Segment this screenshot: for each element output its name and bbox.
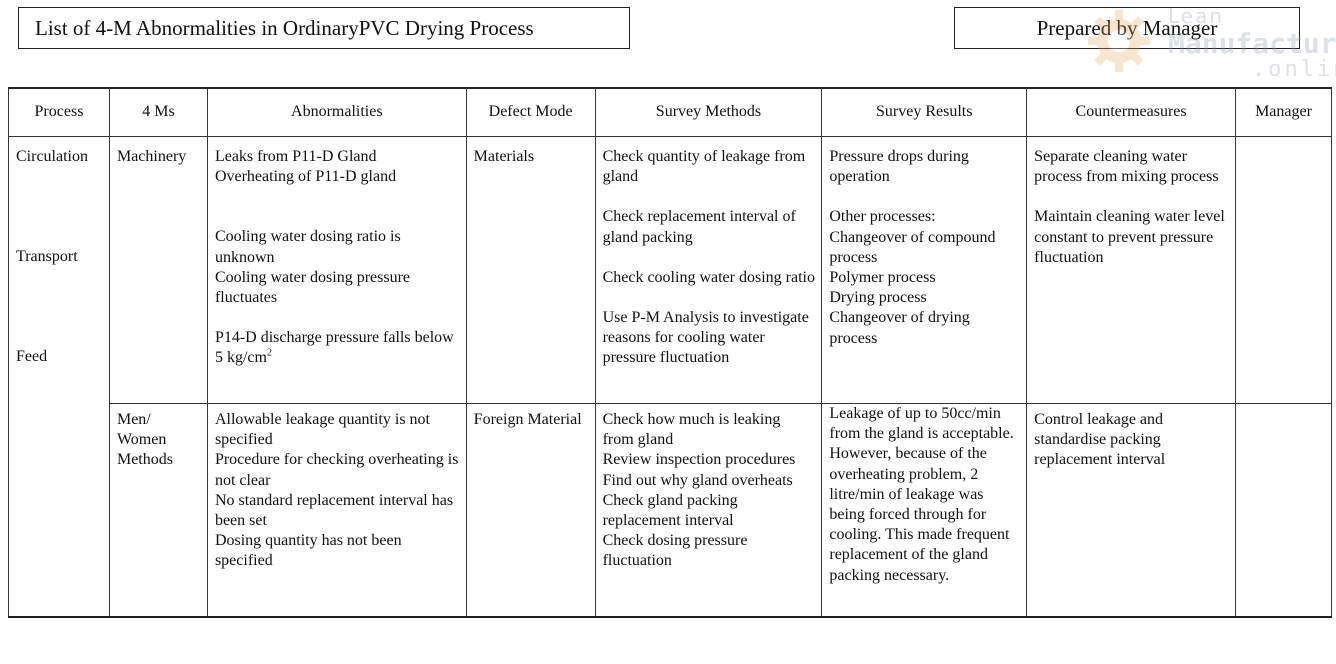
ms-machinery: Machinery	[116, 148, 187, 165]
survey-results-cell: Pressure drops during operation Other pr…	[821, 136, 1028, 404]
survey-method-item: Check cooling water dosing ratio	[602, 268, 815, 286]
process-circulation: Circulation	[16, 148, 88, 165]
document-title: List of 4-M Abnormalities in OrdinaryPVC…	[18, 7, 630, 49]
table-row: Men/ Women Methods Allowable leakage qua…	[9, 403, 1332, 617]
defect-mode-cell: Materials	[465, 136, 596, 404]
col-header-process: Process	[8, 87, 110, 137]
ms-methods: Methods	[116, 451, 173, 469]
survey-result-item: Drying process	[829, 289, 927, 307]
survey-method-item: Check quantity of leakage from gland	[602, 148, 806, 186]
survey-result-item: Changeover of drying process	[829, 309, 970, 347]
survey-method-item: Check gland packing replacement interval	[602, 491, 738, 530]
abnormality-item: Procedure for checking overheating is no…	[214, 451, 459, 489]
abnormality-item: P14-D discharge pressure falls below 5 k…	[214, 329, 454, 367]
survey-result-item: Changeover of compound process	[829, 228, 996, 266]
survey-method-item: Check dosing pressure fluctuation	[602, 532, 748, 570]
abnormality-item: Overheating of P11-D gland	[214, 168, 397, 186]
abnormality-item: Leaks from P11-D Gland	[214, 148, 377, 165]
survey-result-item: Pressure drops during operation	[829, 148, 969, 186]
survey-method-item: Use P-M Analysis to investigate reasons …	[602, 309, 809, 367]
col-header-survey-methods: Survey Methods	[594, 87, 823, 137]
process-feed: Feed	[16, 348, 48, 366]
survey-method-item: Check how much is leaking from gland	[602, 411, 781, 449]
col-header-countermeasures: Countermeasures	[1026, 87, 1237, 137]
defect-mode-materials: Materials	[473, 148, 535, 165]
ms-men: Men/	[116, 411, 151, 428]
col-header-abnormalities: Abnormalities	[206, 87, 467, 137]
abnormality-item: No standard replacement interval has bee…	[214, 491, 454, 530]
abnormality-item: Cooling water dosing ratio is unknown	[214, 228, 401, 266]
survey-method-item: Find out why gland overheats	[602, 471, 793, 489]
manager-cell	[1235, 403, 1332, 617]
col-header-manager: Manager	[1235, 87, 1332, 137]
abnormality-item: Cooling water dosing pressure fluctuates	[214, 268, 411, 307]
table-row: Circulation Transport Feed Machinery Lea…	[8, 136, 1332, 617]
survey-methods-cell: Check how much is leaking from gland Rev…	[594, 403, 823, 617]
ms-cell: Men/ Women Methods	[108, 403, 208, 617]
watermark-text-online: .online	[1252, 57, 1336, 82]
defect-mode-cell: Foreign Material	[465, 403, 596, 617]
col-header-survey-results: Survey Results	[821, 87, 1028, 137]
countermeasure-item: Separate cleaning water process from mix…	[1034, 148, 1219, 186]
survey-result-item: Other processes:	[829, 208, 936, 226]
defect-mode-foreign-material: Foreign Material	[473, 411, 582, 428]
survey-result-text: Leakage of up to 50cc/min from the gland…	[829, 405, 1014, 584]
ms-cell: Machinery	[108, 136, 208, 404]
abnormalities-cell: Leaks from P11-D Gland Overheating of P1…	[206, 136, 467, 404]
process-transport: Transport	[16, 248, 78, 266]
table-header-row: Process 4 Ms Abnormalities Defect Mode S…	[8, 87, 1332, 137]
countermeasure-text: Control leakage and standardise packing …	[1034, 411, 1166, 469]
countermeasure-item: Maintain cleaning water level constant t…	[1034, 208, 1225, 266]
col-header-4ms: 4 Ms	[108, 87, 208, 137]
abnormality-item: Allowable leakage quantity is not specif…	[214, 411, 430, 449]
survey-method-item: Check replacement interval of gland pack…	[602, 208, 796, 246]
prepared-by-box: Prepared by Manager	[954, 7, 1300, 49]
abnormalities-cell: Allowable leakage quantity is not specif…	[206, 403, 467, 617]
countermeasures-cell: Control leakage and standardise packing …	[1026, 403, 1237, 617]
countermeasures-cell: Separate cleaning water process from mix…	[1026, 136, 1237, 404]
col-header-defect-mode: Defect Mode	[465, 87, 596, 137]
abnormality-item: Dosing quantity has not been specified	[214, 532, 402, 570]
survey-methods-cell: Check quantity of leakage from gland Che…	[594, 136, 823, 404]
survey-method-item: Review inspection procedures	[602, 451, 796, 469]
abnormalities-table: Process 4 Ms Abnormalities Defect Mode S…	[8, 87, 1332, 618]
process-cell: Circulation Transport Feed	[8, 136, 110, 617]
manager-cell	[1235, 136, 1332, 404]
survey-result-item: Polymer process	[829, 269, 936, 287]
survey-results-cell: Leakage of up to 50cc/min from the gland…	[821, 403, 1028, 617]
ms-women: Women	[116, 431, 167, 449]
